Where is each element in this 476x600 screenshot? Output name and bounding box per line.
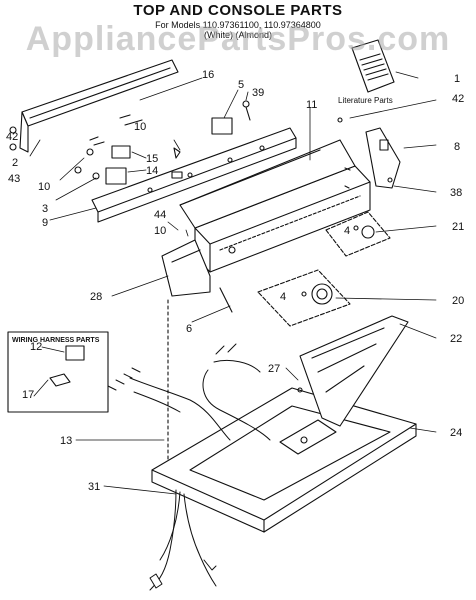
callout-27: 27	[268, 363, 280, 375]
wiring-harness	[107, 343, 271, 591]
callout-44: 44	[154, 209, 166, 221]
wiring-harness-inset	[7, 331, 109, 413]
callout-24: 24	[450, 427, 462, 439]
callout-13: 13	[60, 435, 72, 447]
page-title: TOP AND CONSOLE PARTS	[133, 2, 343, 19]
literature-parts-label: Literature Parts	[338, 96, 393, 105]
callout-14: 14	[146, 165, 158, 177]
callout-5: 5	[238, 79, 244, 91]
color-line: (White) (Almond)	[203, 30, 272, 40]
console-body	[179, 139, 371, 273]
callout-12: 12	[30, 341, 42, 353]
callout-42a: 42	[6, 131, 18, 143]
callout-8: 8	[454, 141, 460, 153]
model-line: For Models 110.97361100, 110.97364800	[155, 20, 321, 30]
callout-28: 28	[90, 291, 102, 303]
callout-16: 16	[202, 69, 214, 81]
callout-2: 2	[12, 157, 18, 169]
callout-17: 17	[22, 389, 34, 401]
callout-3: 3	[42, 203, 48, 215]
callout-1: 1	[454, 73, 460, 85]
callout-42b: 42	[452, 93, 464, 105]
callout-4b: 4	[280, 291, 286, 303]
switch-part-5	[211, 100, 251, 135]
callout-4a: 4	[344, 225, 350, 237]
callout-38: 38	[450, 187, 462, 199]
callout-20: 20	[452, 295, 464, 307]
inset-title: WIRING HARNESS PARTS	[12, 337, 100, 344]
knob-group-20	[257, 269, 351, 327]
callout-39: 39	[252, 87, 264, 99]
callout-43: 43	[8, 173, 20, 185]
callout-15: 15	[146, 153, 158, 165]
callout-21: 21	[452, 221, 464, 233]
callout-10b: 10	[38, 181, 50, 193]
timer-switch-parts	[74, 145, 181, 185]
callout-10a: 10	[134, 121, 146, 133]
console-end-cap	[337, 117, 401, 189]
door-liner-22	[297, 315, 409, 427]
leader-lines	[29, 71, 437, 495]
console-side-panel	[9, 59, 179, 153]
knob-group-21	[325, 211, 391, 257]
callout-11: 11	[306, 99, 317, 111]
dryer-top-lid	[151, 387, 417, 533]
console-trim-28	[161, 239, 233, 313]
callout-22: 22	[450, 333, 462, 345]
callout-31: 31	[88, 481, 100, 493]
callout-9: 9	[42, 217, 48, 229]
callout-10c: 10	[154, 225, 166, 237]
callout-6: 6	[186, 323, 192, 335]
literature-booklet	[351, 39, 395, 93]
